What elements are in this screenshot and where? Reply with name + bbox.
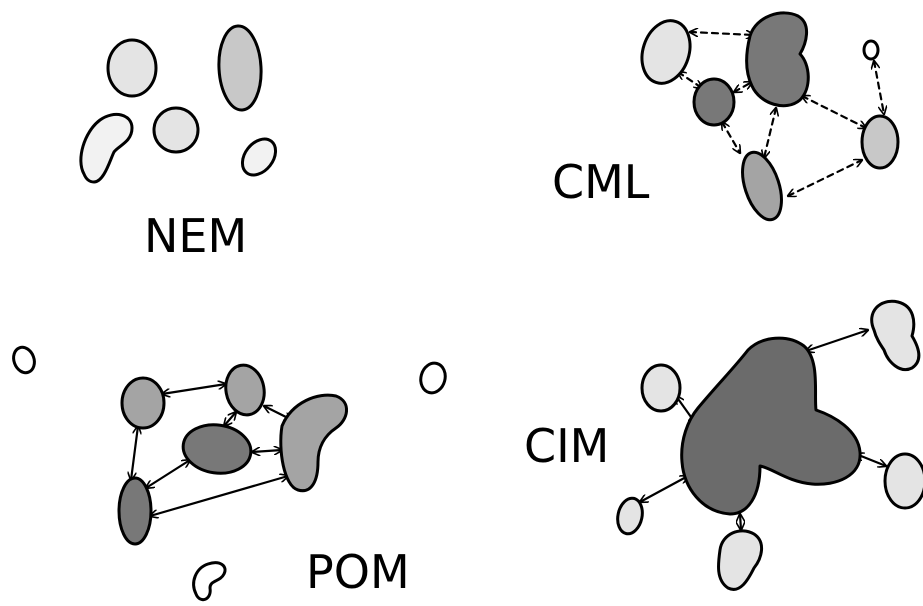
nem-blob-4 — [152, 106, 200, 154]
pom-blob-b — [224, 363, 266, 417]
nem-blob-2 — [217, 24, 263, 112]
pom-arrow-e-d — [150, 476, 288, 516]
pom-arrow-a-b — [162, 384, 226, 394]
cml-label: CML — [552, 155, 650, 209]
cml-blob-f — [862, 39, 880, 61]
pom-panel: POM — [12, 345, 447, 602]
pom-arrow-c-d — [252, 450, 282, 452]
cim-blob-d — [716, 529, 763, 591]
cml-blob-a — [640, 19, 692, 85]
cim-blob-b — [870, 299, 921, 371]
cim-arrow-hub-d — [740, 514, 741, 530]
cml-arrow-b-e — [802, 96, 866, 128]
pom-blob-g — [419, 361, 447, 395]
cml-blob-e — [860, 114, 900, 170]
pom-blob-e — [117, 476, 153, 546]
pom-blob-h — [192, 561, 227, 602]
pom-arrow-a-e — [131, 426, 138, 480]
cim-label: CIM — [524, 419, 609, 473]
pom-blob-a — [120, 376, 166, 430]
cim-blob-a — [640, 363, 682, 413]
pom-arrow-c-e — [146, 460, 190, 488]
nem-label: NEM — [144, 209, 247, 263]
cml-arrow-d-e — [788, 160, 862, 196]
nem-blob-3 — [79, 112, 134, 184]
cml-arrow-a-b — [690, 32, 754, 35]
cim-hub-blob — [680, 336, 862, 516]
cml-panel: CML — [552, 11, 900, 222]
cim-arrow-hub-b — [806, 330, 868, 351]
cim-arrow-hub-e — [640, 476, 688, 502]
nem-blob-5 — [240, 137, 278, 177]
cim-blob-c — [883, 452, 923, 510]
pom-arrow-c-b — [224, 412, 236, 426]
cml-blob-d — [741, 150, 783, 222]
pom-blob-f — [12, 345, 36, 375]
pom-blob-d — [279, 393, 348, 493]
nem-blob-1 — [106, 38, 158, 98]
pom-blob-c — [181, 423, 253, 475]
cim-blob-e — [616, 496, 644, 536]
cml-blob-b — [745, 11, 810, 108]
pom-label: POM — [306, 545, 410, 599]
cim-panel: CIM — [524, 299, 923, 591]
cml-blob-c — [692, 77, 736, 127]
cml-arrow-c-b — [734, 82, 752, 92]
cml-arrow-b-d — [764, 108, 776, 158]
cml-arrow-f-e — [874, 61, 884, 114]
cml-arrow-c-d — [722, 122, 740, 153]
cml-arrow-a-c — [678, 72, 702, 88]
nem-panel: NEM — [79, 24, 278, 263]
